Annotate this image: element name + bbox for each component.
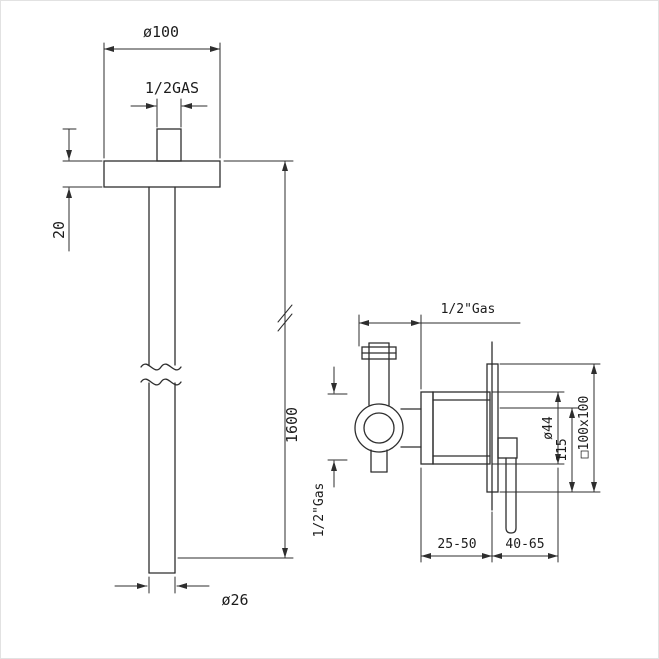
ceiling-spout-drawing: ø100 1/2GAS 20 1600 [50, 23, 301, 609]
valve-outlet-bottom [370, 449, 388, 473]
dim-label-40-65: 40-65 [505, 537, 544, 552]
dim-pipe-dia: ø26 [114, 576, 249, 609]
dim-label-gas-spout: 1/2GAS [145, 79, 199, 97]
spout-pipe [140, 186, 182, 574]
dim-plate-thickness: 20 [50, 128, 103, 252]
dim-gas-thread-spout: 1/2GAS [130, 79, 208, 128]
dim-depth-ranges: 25-50 40-65 [420, 467, 559, 563]
dim-label-1600: 1600 [283, 407, 301, 443]
valve-body [354, 403, 404, 453]
dim-label-gas-bottom: 1/2"Gas [312, 483, 327, 538]
valve-cartridge [400, 391, 491, 465]
spout-ceiling-plate [103, 160, 221, 188]
dim-plate-size: □100x100 [499, 363, 601, 493]
dim-break-slash [277, 304, 293, 323]
dim-gas-thread-bottom: 1/2"Gas [312, 366, 348, 538]
dim-label-dia26: ø26 [221, 591, 248, 609]
spout-thread-fitting [156, 128, 182, 162]
dim-label-20: 20 [50, 221, 68, 239]
dim-dia100: ø100 [103, 23, 221, 159]
dim-label-dia44: ø44 [541, 416, 556, 440]
wall-and-plate [486, 341, 499, 511]
dim-115: 115 [499, 407, 579, 493]
dim-break-slash [277, 313, 293, 332]
dim-gas-thread-top: 1/2"Gas [358, 302, 521, 390]
dim-label-plate-size: □100x100 [577, 396, 592, 459]
dim-dia44: ø44 [491, 391, 565, 465]
dim-label-gas-top: 1/2"Gas [441, 302, 496, 317]
dim-label-25-50: 25-50 [437, 537, 476, 552]
dim-pipe-length: 1600 [177, 160, 301, 559]
handle-lever [505, 457, 517, 534]
pipe-break-wave-top [140, 363, 182, 371]
dim-label-dia100: ø100 [143, 23, 179, 41]
mixer-valve-drawing: 1/2"Gas 1/2"Gas ø44 115 □100 [312, 302, 601, 563]
dim-label-115: 115 [555, 438, 570, 461]
valve-handle [497, 437, 518, 534]
escutcheon-plate [486, 363, 499, 493]
pipe-break-wave-bottom [140, 378, 182, 386]
valve-inlet-top [361, 342, 397, 406]
